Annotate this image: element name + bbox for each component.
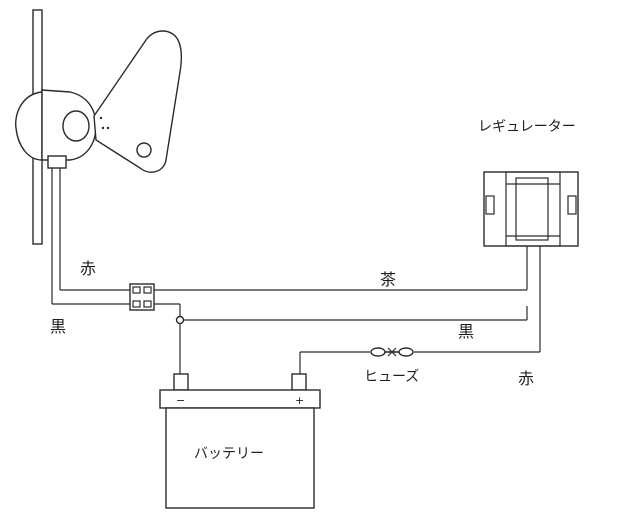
label-black-left: 黒 <box>50 317 66 336</box>
battery <box>159 373 321 509</box>
wire-connector <box>129 283 155 311</box>
label-brown: 茶 <box>380 270 396 289</box>
battery-minus-label: − <box>176 394 185 407</box>
label-fuse: ヒューズ <box>364 369 419 385</box>
fuse <box>370 347 414 357</box>
generator-hub <box>15 91 43 161</box>
junction <box>175 315 185 325</box>
label-red-generator: 赤 <box>80 259 96 278</box>
wires <box>51 168 541 376</box>
wind-generator <box>15 9 183 245</box>
label-battery: バッテリー <box>194 446 264 462</box>
battery-plus-label: + <box>295 394 304 407</box>
generator-post <box>47 155 67 169</box>
label-regulator: レギュレーター <box>478 119 576 135</box>
label-red-regulator: 赤 <box>518 369 534 388</box>
regulator <box>483 171 579 252</box>
label-black-right: 黒 <box>458 322 474 341</box>
generator-tail-vane <box>93 30 183 173</box>
